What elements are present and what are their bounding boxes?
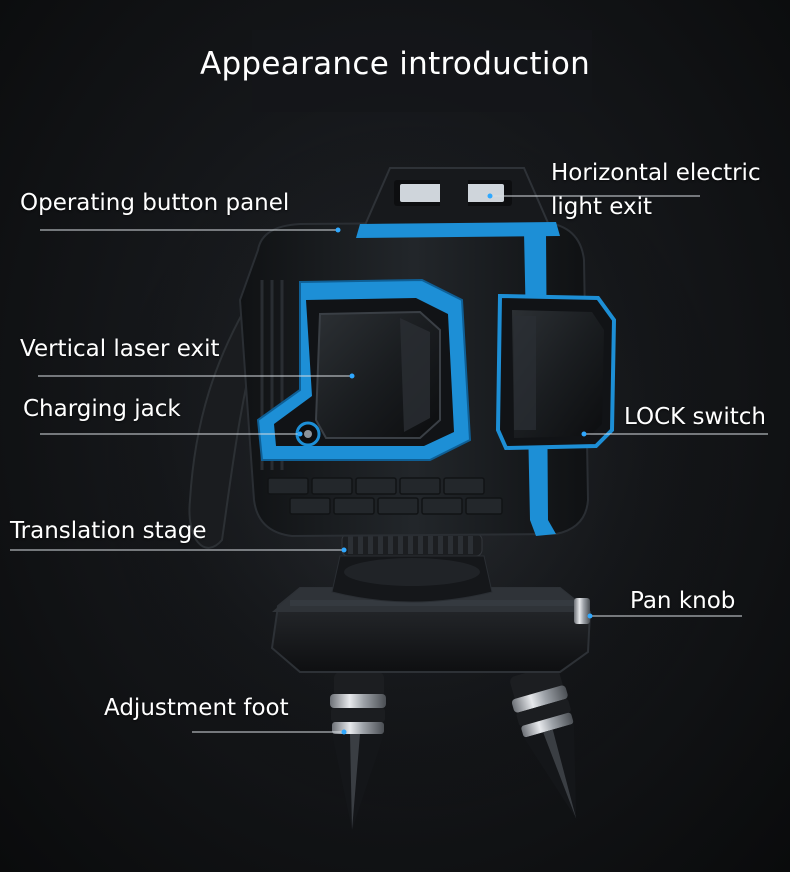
label-translation-stage: Translation stage <box>10 518 207 544</box>
brick-texture <box>267 477 503 515</box>
pan-knob <box>574 598 590 624</box>
label-lock-switch: LOCK switch <box>624 404 766 430</box>
label-vertical-exit: Vertical laser exit <box>20 336 220 362</box>
left-foot <box>330 672 386 830</box>
label-charging-jack: Charging jack <box>23 396 181 422</box>
label-operating-panel: Operating button panel <box>20 190 290 216</box>
right-foot <box>510 665 577 819</box>
label-horizontal-exit-line1: Horizontal electric <box>551 160 761 186</box>
title-backdrop <box>252 30 592 112</box>
label-horizontal-exit-line2: light exit <box>551 194 653 220</box>
label-pan-knob: Pan knob <box>630 588 736 614</box>
page-title: Appearance introduction <box>199 46 591 82</box>
label-adjustment-foot: Adjustment foot <box>104 695 289 721</box>
